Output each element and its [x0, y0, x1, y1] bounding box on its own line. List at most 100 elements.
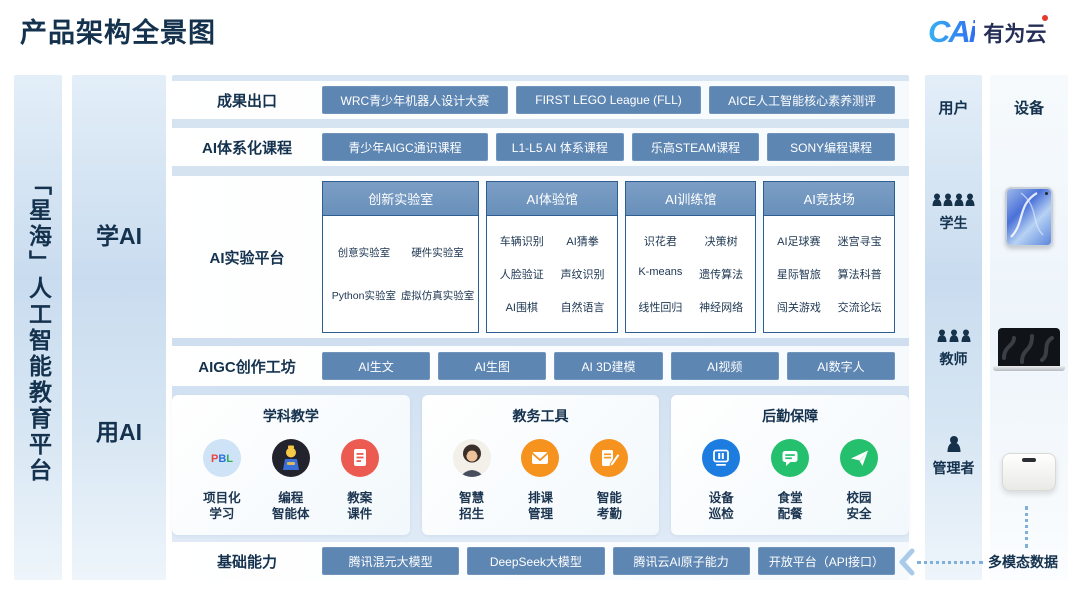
platform-name-column: 「星海」人工智能教育平台 — [14, 75, 62, 580]
app-item-coding-agent: 编程智能体 — [271, 439, 310, 523]
campus-safety-send-icon — [840, 439, 879, 477]
lab-card-experience-title: AI体验馆 — [487, 182, 617, 216]
base-deepseek: DeepSeek大模型 — [467, 547, 605, 575]
page-title: 产品架构全景图 — [20, 18, 216, 48]
svg-text:PBL: PBL — [211, 453, 233, 465]
schedule-envelope-icon — [521, 439, 560, 477]
app-item-label: 食堂配餐 — [777, 491, 803, 522]
app-item-pbl: PBL 项目化学习 — [202, 439, 241, 523]
course-l1-l5: L1-L5 AI 体系课程 — [495, 133, 624, 161]
app-item-canteen: 食堂配餐 — [771, 439, 810, 523]
lab-item: AI围棋 — [505, 302, 538, 314]
brand-logo-mark: CAi — [928, 14, 977, 49]
app-card-subject-teaching: 学科教学 PBL 项目化学习 — [172, 395, 410, 535]
course-lego-steam: 乐高STEAM课程 — [631, 133, 760, 161]
lab-card-innovation: 创新实验室 创意实验室 硬件实验室 Python实验室 虚拟仿真实验室 — [322, 181, 480, 333]
app-item-attendance: 智能考勤 — [590, 439, 629, 523]
lab-item: 神经网络 — [699, 302, 744, 314]
row-courses: AI体系化课程 青少年AIGC通识课程 L1-L5 AI 体系课程 乐高STEA… — [172, 128, 909, 166]
devices-column: 设备 — [990, 75, 1068, 580]
lab-item: 星际智旅 — [776, 269, 821, 281]
tablet-device — [990, 187, 1068, 247]
multimodal-horizontal-dots — [917, 560, 983, 564]
user-label-teachers: 教师 — [939, 351, 968, 367]
laptop-device — [990, 328, 1068, 371]
multimodal-vertical-dots — [1025, 506, 1028, 548]
course-aigc: 青少年AIGC通识课程 — [322, 133, 488, 161]
app-card-title: 学科教学 — [262, 408, 319, 424]
base-open-platform: 开放平台（API接口） — [757, 547, 895, 575]
app-item-label: 编程智能体 — [272, 491, 310, 522]
lab-item: 迷宫寻宝 — [837, 236, 882, 248]
lab-card-training: AI训练馆 识花君 决策树 K-means 遗传算法 线性回归 神经网络 — [624, 181, 757, 333]
admission-avatar-icon — [452, 439, 491, 477]
outcome-wrc-contest: WRC青少年机器人设计大赛 — [322, 86, 508, 114]
lab-item: 硬件实验室 — [411, 246, 464, 259]
app-item-campus-safety: 校园安全 — [840, 439, 879, 523]
outcome-aice-assessment: AICE人工智能核心素养测评 — [709, 86, 896, 114]
row-base-capabilities: 基础能力 腾讯混元大模型 DeepSeek大模型 腾讯云AI原子能力 开放平台（… — [172, 542, 909, 580]
arrow-left-icon — [899, 548, 915, 576]
admin-icon — [947, 436, 960, 452]
user-group-teachers: 教师 — [925, 327, 982, 369]
lab-card-innovation-title: 创新实验室 — [323, 182, 479, 216]
row-courses-label: AI体系化课程 — [201, 139, 292, 157]
teachers-icon — [937, 329, 970, 342]
multimodal-arrow: 多模态数据 — [899, 548, 1058, 576]
outcome-fll: FIRST LEGO League (FLL) — [515, 86, 702, 114]
row-lab-label: AI实验平台 — [209, 249, 285, 267]
row-lab-platform: AI实验平台 创新实验室 创意实验室 硬件实验室 Python实验室 虚拟仿真实… — [172, 176, 909, 338]
main-architecture-panel: 成果出口 WRC青少年机器人设计大赛 FIRST LEGO League (FL… — [172, 75, 910, 580]
lab-card-arena-title: AI竞技场 — [764, 182, 895, 216]
multimodal-label: 多模态数据 — [988, 554, 1058, 570]
aigc-digital-human: AI数字人 — [786, 352, 896, 380]
app-item-label: 教案课件 — [347, 491, 373, 522]
lab-card-experience: AI体验馆 车辆识别 AI猜拳 人脸验证 声纹识别 AI围棋 自然语言 — [486, 181, 618, 333]
app-card-title: 后勤保障 — [762, 408, 819, 424]
app-item-label: 项目化学习 — [203, 491, 241, 522]
lab-item: K-means — [638, 266, 683, 278]
lab-item: 识花君 — [643, 236, 677, 248]
box-device — [990, 453, 1068, 491]
users-column: 用户 学生 教师 管理者 — [925, 75, 982, 580]
app-card-admin-tools: 教务工具 智慧招生 — [421, 395, 660, 535]
app-item-label: 校园安全 — [846, 491, 872, 522]
attendance-pen-icon — [590, 439, 629, 477]
canteen-chat-icon — [771, 439, 810, 477]
brand-logo: CAi 有为云 — [928, 14, 1049, 49]
lab-item: 线性回归 — [638, 302, 683, 314]
base-hunyuan: 腾讯混元大模型 — [322, 547, 460, 575]
app-item-label: 排课管理 — [527, 491, 553, 522]
laptop-base — [993, 366, 1065, 371]
user-label-students: 学生 — [939, 215, 968, 231]
laptop-screen — [998, 328, 1060, 366]
app-card-logistics: 后勤保障 设备巡检 — [671, 395, 910, 535]
brand-logo-text: 有为云 — [983, 22, 1047, 46]
app-item-scheduling: 排课管理 — [521, 439, 560, 523]
row-base-label: 基础能力 — [216, 553, 277, 571]
pbl-icon: PBL — [202, 439, 241, 477]
lab-item: 创意实验室 — [337, 246, 391, 259]
lab-item: 声纹识别 — [560, 269, 605, 281]
lab-item: 人脸验证 — [499, 269, 544, 281]
row-outcomes: 成果出口 WRC青少年机器人设计大赛 FIRST LEGO League (FL… — [172, 81, 909, 119]
device-inspect-icon — [702, 439, 741, 477]
lesson-doc-icon — [340, 439, 379, 477]
aigc-text: AI生文 — [322, 352, 431, 380]
lab-item: Python实验室 — [331, 290, 396, 303]
user-label-admin: 管理者 — [932, 460, 975, 476]
row-application-cards: 学科教学 PBL 项目化学习 — [172, 395, 910, 535]
lab-card-training-title: AI训练馆 — [625, 182, 756, 216]
lab-item: 虚拟仿真实验室 — [400, 290, 475, 303]
mode-learn-ai: 学AI — [96, 223, 142, 249]
row-aigc-workshop: AIGC创作工坊 AI生文 AI生图 AI 3D建模 AI视频 AI数字人 — [172, 346, 909, 386]
tablet-screen — [1005, 187, 1053, 247]
platform-name-vertical: 「星海」人工智能教育平台 — [25, 171, 52, 484]
aigc-video: AI视频 — [670, 352, 779, 380]
app-item-smart-admission: 智慧招生 — [452, 439, 491, 523]
lab-item: AI猜拳 — [566, 236, 599, 248]
aigc-image: AI生图 — [438, 352, 547, 380]
users-column-header: 用户 — [938, 100, 969, 117]
app-item-device-inspection: 设备巡检 — [702, 439, 741, 523]
lab-item: 闯关游戏 — [776, 302, 821, 314]
